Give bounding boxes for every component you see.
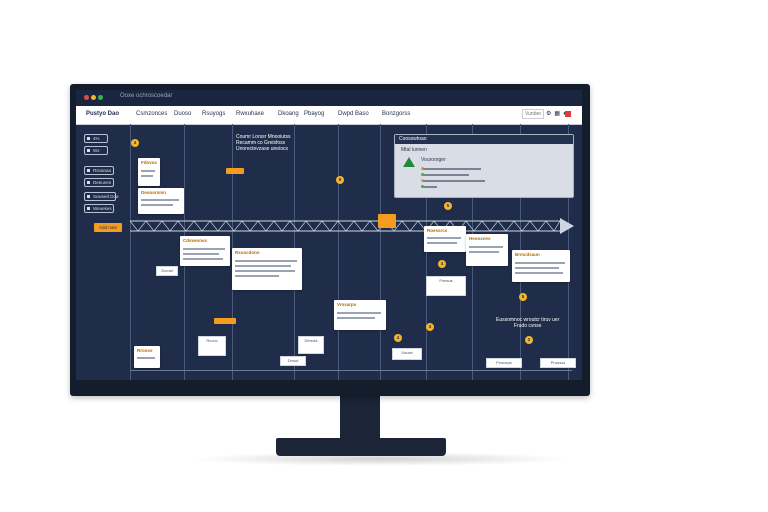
task-card[interactable]: Vroxarps: [334, 300, 386, 330]
canvas-header-line: Coumr Lorssr Mnooiutss: [236, 134, 291, 140]
label-box[interactable]: Xuuse: [392, 348, 422, 360]
task-card[interactable]: Fdnvoc: [138, 158, 160, 186]
timeline-column-divider: [338, 124, 339, 380]
label-box[interactable]: Poesus: [426, 276, 466, 296]
timeline-marker[interactable]: 2: [525, 336, 533, 344]
dialog-text-line: [423, 180, 485, 182]
close-icon[interactable]: [565, 111, 571, 117]
dialog-text-line: [423, 168, 481, 170]
list-icon: [87, 181, 90, 184]
sidebar-item[interactable]: Rsnanaa: [84, 166, 114, 175]
timeline-marker[interactable]: 3: [426, 323, 434, 331]
timeline-marker[interactable]: 4: [394, 334, 402, 342]
timeline-marker[interactable]: 6: [336, 176, 344, 184]
settings-icon[interactable]: ⚙: [546, 111, 555, 117]
milestone-tag[interactable]: [378, 214, 396, 228]
task-card[interactable]: Cdsveonss: [180, 236, 230, 266]
sidebar-item[interactable]: Wx: [84, 146, 108, 155]
timeline-column-divider: [380, 124, 381, 380]
menu-item[interactable]: Rsuyogs: [202, 111, 226, 117]
close-window-dot[interactable]: [84, 95, 89, 100]
minimize-window-dot[interactable]: [91, 95, 96, 100]
warning-icon: [403, 157, 415, 167]
search-input[interactable]: [522, 109, 544, 119]
menu-item[interactable]: Csmzonces: [136, 111, 168, 117]
task-card[interactable]: Deooorsmn: [138, 188, 184, 214]
task-card[interactable]: Rrooce: [134, 346, 160, 368]
maximize-window-dot[interactable]: [98, 95, 103, 100]
dialog-subtitle: Mtal lunnen: [401, 147, 427, 153]
list-icon: [87, 195, 90, 198]
sidebar-item[interactable]: Deeunes: [84, 178, 114, 187]
canvas-header-line: Unorectevzase uneiocs: [236, 146, 288, 152]
timeline-baseline: [130, 370, 572, 371]
status-dot: [421, 173, 424, 176]
task-card[interactable]: Brmcdsaun: [512, 250, 570, 282]
label-box[interactable]: Rvonc: [198, 336, 226, 356]
timeline-marker[interactable]: 5: [519, 293, 527, 301]
list-icon: [87, 149, 90, 152]
dialog-text-line: [423, 174, 469, 176]
dialog-title: Coosswtoao: [399, 136, 427, 142]
menu-item[interactable]: Rwxuhaxe: [236, 111, 265, 117]
menu-item[interactable]: Dkoang: [278, 111, 299, 117]
sidebar-item[interactable]: Weuekes: [84, 204, 114, 213]
add-note-button[interactable]: Add note: [94, 223, 122, 232]
task-card[interactable]: Heooxnes: [466, 234, 508, 266]
brand-label[interactable]: Pustyo Dao: [86, 111, 120, 117]
main-timeline-track: [130, 218, 574, 234]
dialog-text-line: [423, 186, 437, 188]
title-bar: Ooxe ochroscoedar: [76, 90, 582, 106]
status-dot: [421, 179, 424, 182]
grid-icon[interactable]: ▦: [554, 111, 564, 117]
app-title: Ooxe ochroscoedar: [120, 93, 173, 99]
user-icon[interactable]: ●: [563, 111, 570, 117]
monitor-neck: [340, 396, 380, 440]
status-dot: [421, 185, 424, 188]
list-icon: [87, 137, 90, 140]
dialog-heading: Vouroorger: [421, 157, 446, 163]
timeline-marker[interactable]: 4: [438, 260, 446, 268]
list-icon: [87, 169, 90, 172]
label-box[interactable]: Pruusss: [540, 358, 576, 368]
timeline-arrow-icon: [560, 218, 574, 234]
milestone-tag[interactable]: [226, 168, 244, 174]
sidebar-item[interactable]: 4%: [84, 134, 108, 143]
task-card[interactable]: Roessrcs: [424, 226, 466, 252]
timeline-marker[interactable]: 4: [131, 139, 139, 147]
canvas-header-line: Recamm co Greisfoss: [236, 140, 286, 146]
monitor-base: [276, 438, 446, 456]
label-box[interactable]: Dfeeda: [298, 336, 324, 354]
canvas-caption-line: Eussomnoc wroutcr tiruv uer: [496, 317, 560, 323]
menu-item[interactable]: Pbayog: [304, 111, 325, 117]
task-card[interactable]: Rxuscdonn: [232, 248, 302, 290]
dialog-header: Coosswtoao: [395, 135, 573, 144]
menu-item[interactable]: Duoso: [174, 111, 192, 117]
monitor-screen: Ooxe ochroscoedar Pustyo Dao Csmzonces D…: [76, 90, 582, 380]
label-box[interactable]: Pooueps: [486, 358, 522, 368]
status-dot: [421, 167, 424, 170]
canvas-caption-line: Frudo cvnse: [513, 323, 542, 329]
menu-item[interactable]: Dwpd Baso: [338, 111, 369, 117]
notification-dialog[interactable]: Coosswtoao Mtal lunnen Vouroorger: [394, 134, 574, 198]
timeline-column-divider: [130, 124, 131, 380]
menu-item[interactable]: Bonzgorss: [382, 111, 411, 117]
menu-bar: Pustyo Dao Csmzonces Duoso Rsuyogs Rwxuh…: [76, 106, 582, 125]
timeline-marker[interactable]: 5: [444, 202, 452, 210]
list-icon: [87, 207, 90, 210]
label-box[interactable]: Dcmal: [156, 266, 178, 276]
sidebar-item[interactable]: Suwsed Doa: [84, 192, 119, 201]
milestone-tag[interactable]: [214, 318, 236, 324]
label-box[interactable]: Dmod: [280, 356, 306, 366]
timeline-column-divider: [426, 124, 427, 380]
